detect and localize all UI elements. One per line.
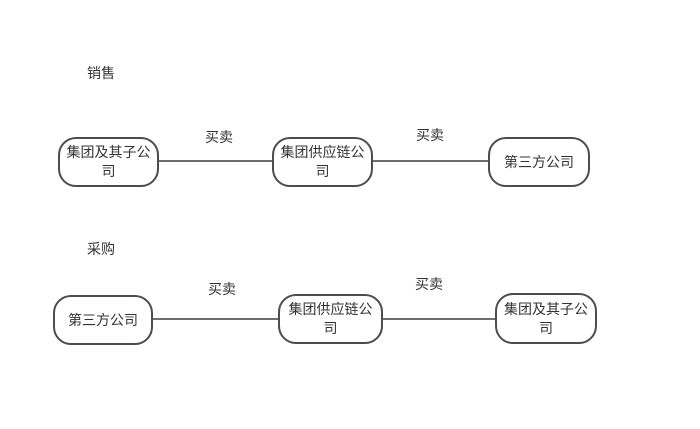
sales-edge-label-2: 买卖 [416,127,444,143]
procurement-edge-line-1 [153,318,278,320]
sales-edge-label-1: 买卖 [205,129,233,145]
procurement-node-group-subsidiaries: 集团及其子公司 [495,293,597,344]
node-label: 集团供应链公司 [280,144,365,179]
sales-edge-line-2 [373,160,488,162]
procurement-node-third-party: 第三方公司 [53,295,153,345]
sales-node-group-subsidiaries: 集团及其子公司 [58,137,159,187]
procurement-node-supply-chain: 集团供应链公司 [278,294,383,344]
section-title-procurement: 采购 [87,241,115,257]
node-label: 集团及其子公司 [66,144,151,179]
sales-edge-line-1 [159,160,272,162]
procurement-edge-label-2: 买卖 [415,276,443,292]
sales-node-third-party: 第三方公司 [488,137,590,187]
node-label: 集团供应链公司 [288,301,373,336]
sales-node-supply-chain: 集团供应链公司 [272,137,373,187]
node-label: 集团及其子公司 [504,300,588,336]
node-label: 第三方公司 [504,153,574,170]
procurement-edge-label-1: 买卖 [208,281,236,297]
procurement-edge-line-2 [383,318,495,320]
node-label: 第三方公司 [68,311,138,328]
section-title-sales: 销售 [87,65,115,81]
